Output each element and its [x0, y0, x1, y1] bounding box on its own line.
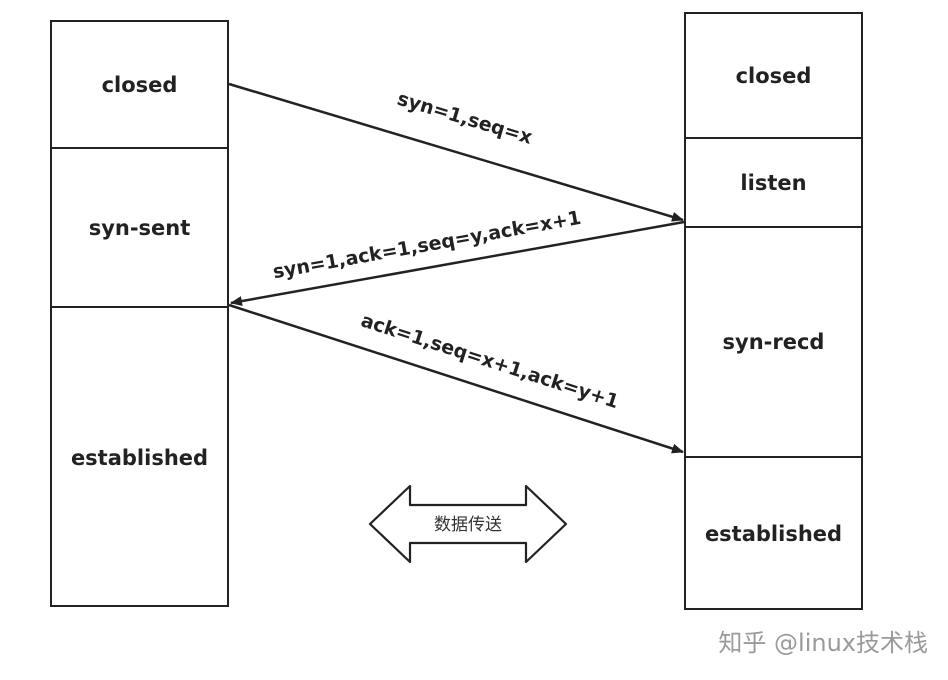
- data-transfer-double-arrow: [368, 484, 568, 564]
- client-state-closed: closed: [101, 72, 178, 97]
- client-state-syn-sent: syn-sent: [52, 147, 227, 306]
- server-state-established: established: [686, 456, 861, 610]
- syn-ack-label: syn=1,ack=1,seq=y,ack=x+1: [271, 207, 583, 283]
- server-state-column: closed listen syn-recd established: [684, 12, 863, 610]
- client-state-column: closed syn-sent established: [50, 20, 229, 607]
- syn-arrow: [228, 82, 684, 222]
- data-transfer-label: 数据传送: [434, 515, 502, 535]
- ack-arrow: [228, 303, 684, 454]
- watermark: 知乎 @linux技术栈: [718, 629, 928, 657]
- ack-label: ack=1,seq=x+1,ack=y+1: [358, 309, 621, 413]
- server-state-listen: listen: [686, 137, 861, 226]
- server-state-closed: closed: [735, 63, 812, 88]
- client-state-established: established: [52, 306, 227, 607]
- server-state-syn-recd: syn-recd: [686, 226, 861, 456]
- syn-ack-arrow: [230, 220, 685, 306]
